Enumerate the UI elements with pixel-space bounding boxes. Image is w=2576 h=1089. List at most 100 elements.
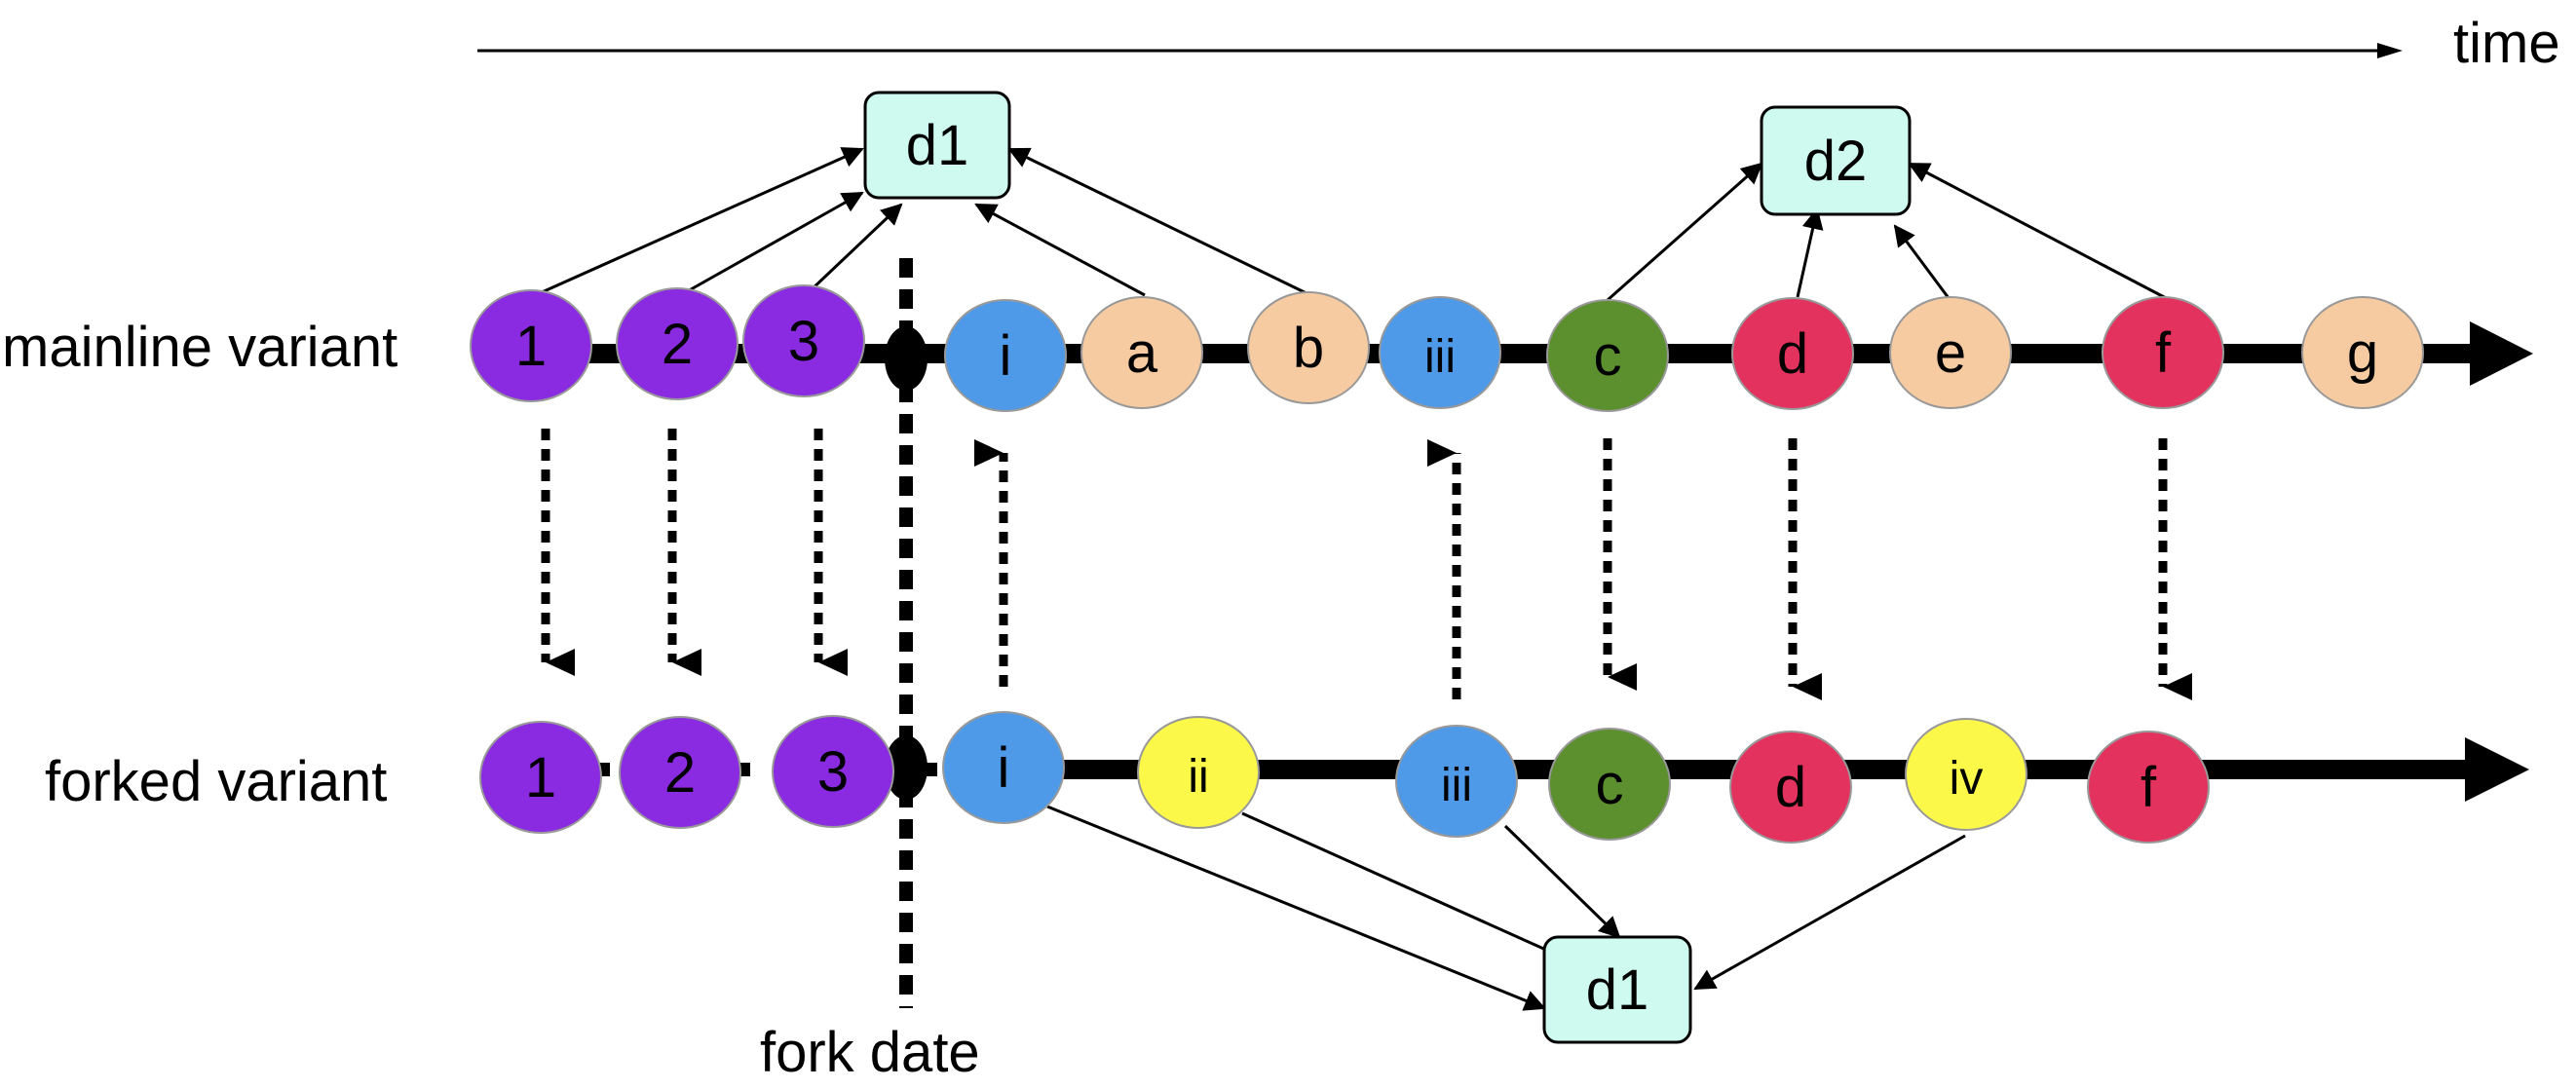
edges-to-main-d2: [1607, 162, 2169, 302]
mainline-commit-label-e: e: [1935, 321, 1966, 385]
forked-arrowhead: [2465, 737, 2529, 802]
forked-commit-circle-iii: [1395, 725, 1518, 838]
mainline-commit-label-iii: iii: [1424, 331, 1456, 383]
mainline-variant-label: mainline variant: [2, 316, 398, 379]
mainline-commit-2: 2: [616, 287, 739, 400]
mainline-commit-circle-a: [1080, 296, 1203, 409]
mainline-commits: 1 2 3 i a b iii c d e f g: [470, 284, 2424, 412]
doc-main-2-label: d2: [1804, 130, 1868, 193]
mainline-commit-label-3: 3: [788, 310, 819, 373]
edge-m2-d1: [676, 191, 864, 299]
mainline-commit-1: 1: [470, 289, 592, 402]
forked-commit-label-3: 3: [817, 740, 849, 804]
forked-fork-point: [885, 735, 928, 800]
edge-me-d2: [1893, 224, 1951, 299]
forked-commit-circle-2: [619, 716, 741, 829]
edge-fi-d1: [1046, 805, 1546, 1011]
mainline-commit-g: g: [2301, 296, 2424, 409]
time-label: time: [2453, 12, 2560, 75]
doc-main-1-label: d1: [906, 114, 969, 177]
edge-fiv-d1: [1693, 834, 1966, 991]
forked-commit-label-c: c: [1596, 753, 1624, 816]
doc-main-2-box: d2: [1760, 105, 1912, 216]
doc-fork-1-label: d1: [1586, 958, 1649, 1022]
mainline-commit-label-2: 2: [662, 313, 693, 376]
forked-commit-1: 1: [479, 721, 602, 834]
edges-to-main-d1: [530, 147, 1311, 299]
forked-commit-ii: ii: [1137, 716, 1260, 829]
mainline-commit-circle-c: [1546, 299, 1669, 412]
mainline-commit-f: f: [2102, 296, 2224, 409]
forked-commit-label-2: 2: [664, 741, 696, 805]
mainline-fork-point: [885, 326, 928, 391]
edges-to-fork-d1: [1046, 805, 1966, 1011]
forked-commit-3: 3: [772, 715, 894, 828]
mainline-commit-circle-g: [2301, 296, 2424, 409]
mainline-commit-iii: iii: [1379, 296, 1501, 409]
mainline-arrowhead: [2470, 321, 2533, 386]
mainline-commit-circle-b: [1247, 291, 1370, 404]
edge-mf-d2: [1908, 162, 2169, 301]
time-arrowhead: [2377, 43, 2403, 58]
doc-main-1-rect: [863, 91, 1011, 200]
doc-fork-1-rect: [1542, 935, 1692, 1044]
mainline-commit-label-g: g: [2347, 321, 2378, 385]
mainline-commit-label-1: 1: [515, 315, 547, 378]
forked-commit-i: i: [942, 711, 1065, 824]
forked-commit-d: d: [1729, 731, 1852, 844]
forked-commit-circle-d: [1729, 731, 1852, 844]
forked-commit-iii: iii: [1395, 725, 1518, 838]
mainline-commit-label-f: f: [2155, 321, 2172, 385]
edge-m1-d1: [530, 147, 864, 299]
edge-md-d2: [1796, 207, 1824, 298]
forked-commit-circle-f: [2087, 731, 2210, 844]
forked-commit-circle-c: [1548, 728, 1671, 841]
mainline-commit-circle-2: [616, 287, 739, 400]
mainline-commit-i: i: [944, 299, 1067, 412]
forked-commit-circle-iv: [1905, 718, 2027, 831]
forked-commit-label-f: f: [2140, 756, 2157, 819]
forked-commit-label-ii: ii: [1188, 751, 1208, 803]
forked-commit-circle-ii: [1137, 716, 1260, 829]
mainline-commit-circle-e: [1889, 296, 2012, 409]
forked-commit-iv: iv: [1905, 718, 2027, 831]
edge-fiii-d1: [1503, 824, 1621, 939]
edge-fii-d1: [1241, 811, 1580, 966]
mainline-commit-circle-iii: [1379, 296, 1501, 409]
mainline-commit-circle-f: [2102, 296, 2224, 409]
forked-variant-label: forked variant: [45, 750, 387, 813]
forked-commit-label-iii: iii: [1441, 760, 1472, 811]
doc-main-1-box: d1: [863, 91, 1011, 200]
mainline-commit-3: 3: [742, 284, 865, 397]
forked-commit-c: c: [1548, 728, 1671, 841]
mainline-commit-circle-1: [470, 289, 592, 402]
edge-ma-d1: [974, 203, 1146, 297]
edge-mc-d2: [1607, 162, 1763, 302]
mainline-commit-label-d: d: [1777, 322, 1808, 386]
doc-main-2-rect: [1760, 105, 1912, 216]
mainline-commit-a: a: [1080, 296, 1203, 409]
mainline-commit-d: d: [1731, 297, 1854, 410]
mainline-commit-c: c: [1546, 299, 1669, 412]
doc-fork-1-box: d1: [1542, 935, 1692, 1044]
mainline-commit-circle-d: [1731, 297, 1854, 410]
mainline-commit-circle-3: [742, 284, 865, 397]
mainline-commit-circle-i: [944, 299, 1067, 412]
mainline-commit-e: e: [1889, 296, 2012, 409]
mainline-commit-label-c: c: [1594, 324, 1622, 388]
forked-commit-circle-i: [942, 711, 1065, 824]
forked-commit-label-i: i: [998, 736, 1010, 800]
fork-date-label: fork date: [760, 1021, 980, 1084]
mainline-commit-label-b: b: [1293, 317, 1324, 380]
forked-commit-label-1: 1: [525, 746, 556, 809]
edge-mb-d1: [1007, 147, 1311, 297]
forked-commit-circle-1: [479, 721, 602, 834]
mainline-commit-label-i: i: [1000, 324, 1012, 388]
mainline-commit-b: b: [1247, 291, 1370, 404]
edge-m3-d1: [807, 203, 903, 294]
forked-commit-2: 2: [619, 716, 741, 829]
mainline-commit-label-a: a: [1126, 321, 1158, 385]
documents: d1 d2 d1: [863, 91, 1912, 1044]
